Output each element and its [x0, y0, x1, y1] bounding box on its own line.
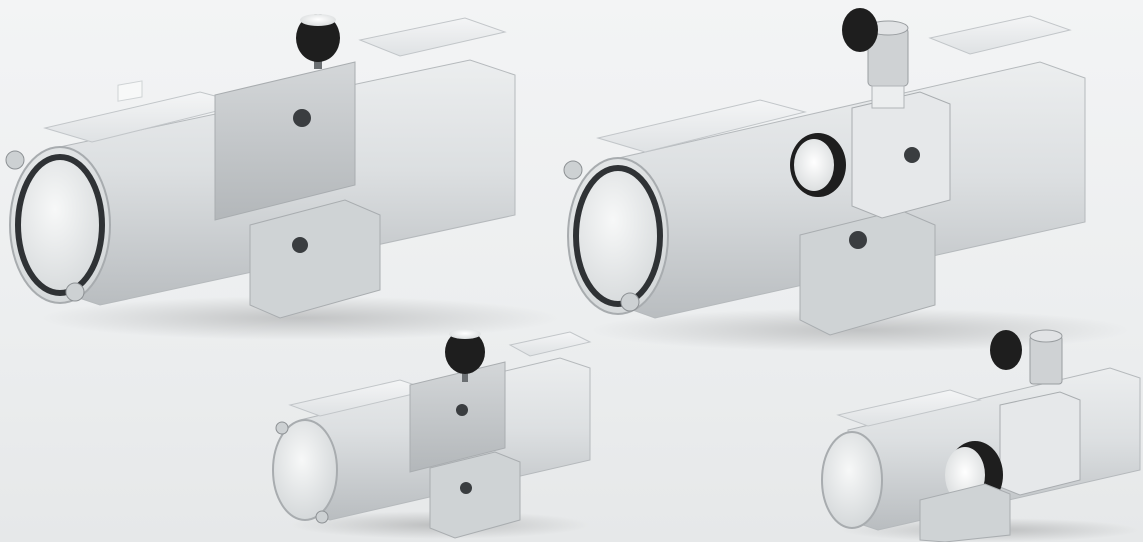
product-large-booster-with-gauge [5, 14, 560, 340]
product-small-booster-with-regulator [821, 329, 1141, 542]
product-small-booster-with-gauge [272, 329, 592, 539]
product-large-booster-with-regulator [563, 8, 1130, 352]
